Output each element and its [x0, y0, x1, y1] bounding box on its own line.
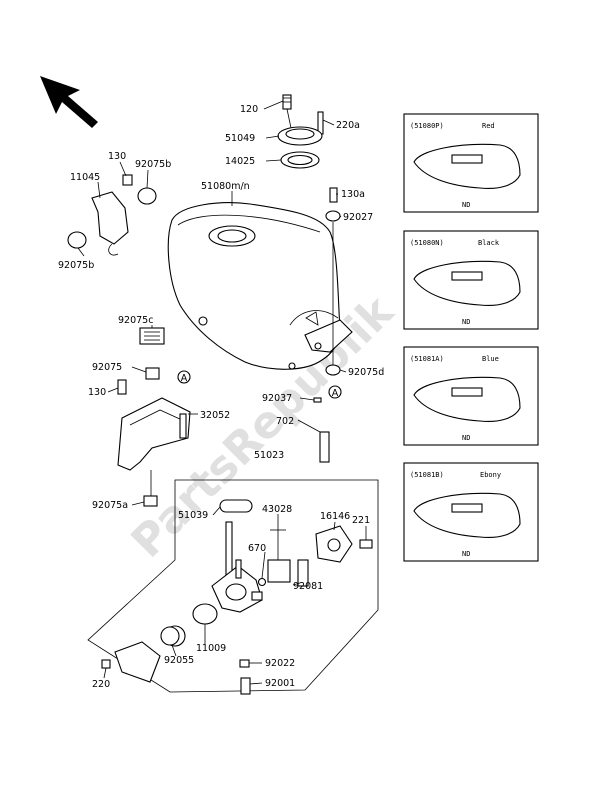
variant-panel-1: (51080P) Red ND — [403, 113, 539, 213]
label-51080mn: 51080m/n — [201, 181, 250, 192]
label-220a: 220a — [336, 120, 360, 131]
label-92075c: 92075c — [118, 315, 153, 326]
label-221: 221 — [352, 515, 370, 526]
label-51023: 51023 — [254, 450, 284, 461]
variant-panel-2: (51080N) Black ND — [403, 230, 539, 330]
label-92075b-top: 92075b — [135, 159, 171, 170]
variant-code: (51081B) — [410, 471, 444, 479]
leader-lines — [77, 100, 367, 685]
label-14025: 14025 — [225, 156, 255, 167]
hose-and-damper — [313, 187, 341, 463]
rear-bracket-32052 — [117, 327, 191, 507]
part-labels: 120 220a 51049 14025 51080m/n 130a 92027… — [58, 104, 384, 690]
variant-color: Blue — [482, 355, 499, 363]
variant-panel-3: (51081A) Blue ND — [403, 346, 539, 446]
label-92081: 92081 — [293, 581, 323, 592]
label-11009: 11009 — [196, 643, 226, 654]
label-670: 670 — [248, 543, 266, 554]
label-130a: 130a — [341, 189, 365, 200]
label-92075a: 92075a — [92, 500, 128, 511]
label-92001: 92001 — [265, 678, 295, 689]
ref-a-right: A — [332, 388, 339, 399]
label-92037: 92037 — [262, 393, 292, 404]
ref-a-left: A — [181, 373, 188, 384]
ref-circle-a-left — [177, 370, 191, 384]
front-direction-arrow-icon — [40, 76, 98, 128]
variant-note: ND — [462, 550, 470, 558]
label-32052: 32052 — [200, 410, 230, 421]
label-92022: 92022 — [265, 658, 295, 669]
variant-note: ND — [462, 201, 470, 209]
variant-color: Black — [478, 239, 500, 247]
fuel-cock-assembly — [101, 499, 373, 695]
mounting-bracket-11045 — [67, 174, 157, 256]
variant-note: ND — [462, 318, 470, 326]
fuel-tank — [167, 202, 353, 370]
variant-code: (51080P) — [410, 122, 444, 130]
label-51049: 51049 — [225, 133, 255, 144]
label-92055: 92055 — [164, 655, 194, 666]
fuel-cock-group-outline — [87, 479, 379, 693]
variant-note: ND — [462, 434, 470, 442]
label-16146: 16146 — [320, 511, 350, 522]
label-130-top: 130 — [108, 151, 126, 162]
variant-code: (51081A) — [410, 355, 444, 363]
variant-panel-4: (51081B) Ebony ND — [403, 462, 539, 562]
label-92075d: 92075d — [348, 367, 384, 378]
label-120: 120 — [240, 104, 258, 115]
variant-color: Red — [482, 122, 495, 130]
label-130-mid: 130 — [88, 387, 106, 398]
ref-circle-a-right — [328, 385, 342, 399]
label-702: 702 — [276, 416, 294, 427]
label-51039: 51039 — [178, 510, 208, 521]
variant-code: (51080N) — [410, 239, 444, 247]
label-43028: 43028 — [262, 504, 292, 515]
label-220: 220 — [92, 679, 110, 690]
label-92027: 92027 — [343, 212, 373, 223]
label-11045: 11045 — [70, 172, 100, 183]
fuel-cap-assembly — [277, 94, 324, 169]
label-92075b-bottom: 92075b — [58, 260, 94, 271]
label-92075: 92075 — [92, 362, 122, 373]
variant-color: Ebony — [480, 471, 501, 479]
